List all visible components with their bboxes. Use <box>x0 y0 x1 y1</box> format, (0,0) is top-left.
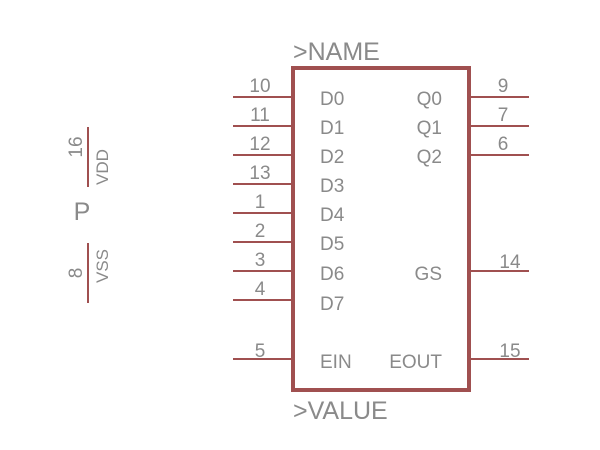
pin-number: 11 <box>250 105 270 126</box>
right-pin-14: 14 GS <box>415 252 529 285</box>
right-pin-7: 7 Q1 <box>417 105 529 139</box>
left-pin-5: 5 EIN <box>233 341 352 373</box>
pin-name: D0 <box>320 89 344 110</box>
pin-name: EOUT <box>389 352 442 373</box>
name-label: >NAME <box>293 38 380 66</box>
pin-number: 6 <box>498 134 509 155</box>
value-label: >VALUE <box>293 397 388 425</box>
left-pin-2: 2 D5 <box>233 221 344 255</box>
pin-name: EIN <box>320 352 352 373</box>
pin-number: 10 <box>249 76 270 97</box>
left-pin-4: 4 D7 <box>233 279 344 315</box>
component-body <box>291 66 471 392</box>
pin-number: 15 <box>499 341 520 362</box>
power-pin-vss: 8 VSS <box>66 243 112 303</box>
pin-name: Q2 <box>417 147 442 168</box>
pin-name: VDD <box>93 149 112 185</box>
left-pin-12: 12 D2 <box>233 134 344 168</box>
left-pin-13: 13 D3 <box>233 163 344 197</box>
pin-name: D7 <box>320 294 344 315</box>
pin-number: 16 <box>66 136 87 157</box>
power-label: P <box>74 198 91 226</box>
pin-number: 13 <box>249 163 270 184</box>
right-pin-9: 9 Q0 <box>417 76 529 110</box>
pin-name: Q1 <box>417 118 442 139</box>
pin-number: 3 <box>255 250 266 271</box>
pin-number: 8 <box>66 268 87 279</box>
left-pin-11: 11 D1 <box>233 105 344 139</box>
left-pin-10: 10 D0 <box>233 76 344 110</box>
pin-number: 14 <box>499 252 521 273</box>
pin-name: GS <box>415 264 442 285</box>
pin-name: D4 <box>320 205 345 226</box>
right-pin-15: 15 EOUT <box>389 341 529 373</box>
pin-number: 5 <box>255 341 266 362</box>
left-pin-1: 1 D4 <box>233 192 345 226</box>
pin-name: D5 <box>320 234 344 255</box>
power-pin-vdd: 16 VDD <box>66 127 112 187</box>
pin-name: D3 <box>320 176 344 197</box>
pin-name: VSS <box>93 249 112 283</box>
pin-name: D2 <box>320 147 344 168</box>
left-pin-3: 3 D6 <box>233 250 344 285</box>
right-pin-6: 6 Q2 <box>417 134 529 168</box>
pin-number: 1 <box>255 192 266 213</box>
pin-number: 2 <box>255 221 266 242</box>
pin-name: D6 <box>320 264 344 285</box>
pin-number: 4 <box>255 279 266 300</box>
pin-number: 7 <box>498 105 509 126</box>
pin-name: Q0 <box>417 89 442 110</box>
pin-number: 9 <box>498 76 509 97</box>
pin-number: 12 <box>249 134 270 155</box>
pin-name: D1 <box>320 118 344 139</box>
